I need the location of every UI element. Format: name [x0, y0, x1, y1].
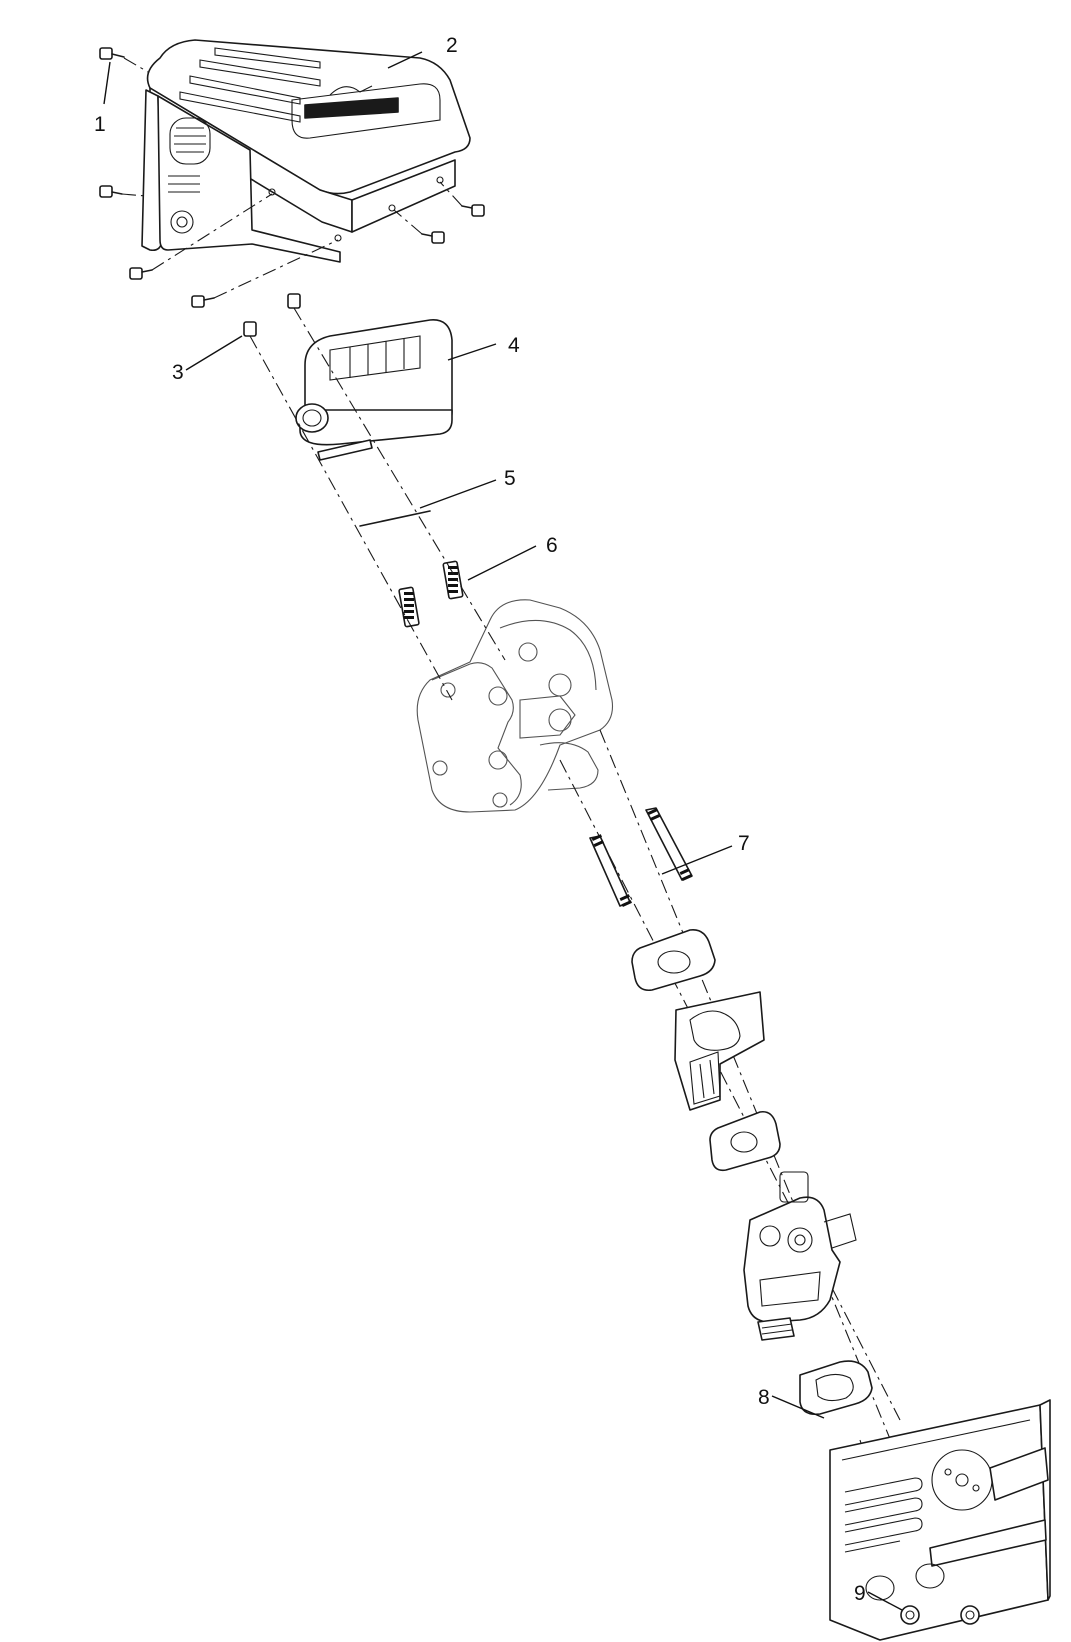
intake-gasket	[631, 928, 716, 992]
exhaust-gasket	[359, 510, 431, 527]
callout-2: 2	[446, 34, 458, 57]
exhaust-studs	[398, 560, 464, 628]
screw-right-top	[461, 204, 485, 217]
callout-labels: 1 2 3 4 5 6 7 8 9	[94, 34, 866, 1605]
air-cleaner-gasket	[799, 1360, 873, 1416]
carburetor	[743, 1171, 857, 1341]
muffler	[295, 319, 453, 461]
callout-3: 3	[172, 361, 184, 384]
screw-right-bottom	[421, 231, 445, 244]
lower-heat-shield	[829, 1399, 1051, 1641]
callout-4: 4	[508, 334, 520, 357]
screw-top-left	[99, 47, 125, 60]
intake-studs	[589, 807, 693, 907]
screw-mid-left	[99, 185, 123, 198]
callout-9: 9	[854, 1582, 866, 1605]
callout-7: 7	[738, 832, 750, 855]
callout-5: 5	[504, 467, 516, 490]
screw-lower	[191, 295, 215, 308]
leader-lines	[103, 51, 903, 1611]
alignment-centerlines	[249, 307, 961, 1611]
screw-low-left	[129, 267, 153, 280]
screw-fasteners	[99, 47, 485, 308]
top-heat-shield	[141, 39, 471, 263]
carburetor-gasket	[709, 1110, 781, 1172]
intake-insulator	[674, 991, 765, 1111]
callout-1: 1	[94, 113, 106, 136]
cylinder-head	[416, 599, 614, 813]
spacer-nuts	[243, 293, 301, 337]
flange-nuts	[900, 1605, 980, 1625]
callout-6: 6	[546, 534, 558, 557]
callout-8: 8	[758, 1386, 770, 1409]
